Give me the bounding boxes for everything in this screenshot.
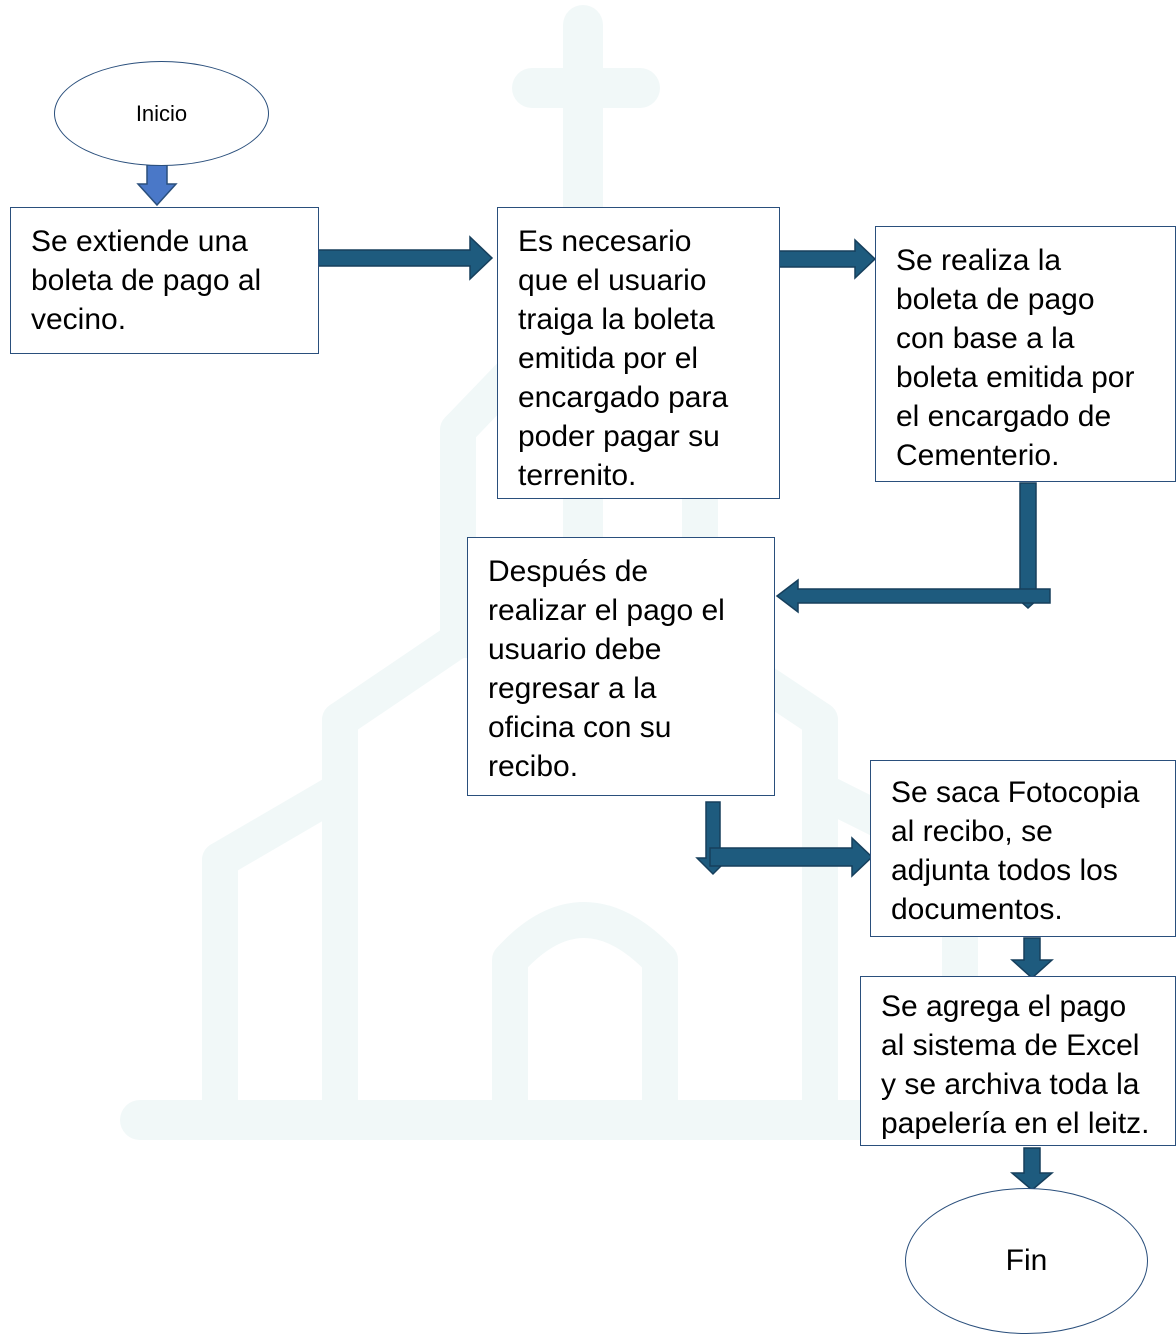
arrow-left-3 — [775, 578, 1051, 614]
step-1-box: Se extiende una boleta de pago al vecino… — [10, 207, 319, 354]
step-4-line: oficina con su — [488, 711, 672, 744]
arrow-down-5 — [1010, 937, 1054, 980]
step-3-line: el encargado de — [896, 400, 1112, 433]
step-4-box: Después de realizar el pago el usuario d… — [467, 537, 775, 796]
step-6-line: papelería en el leitz. — [881, 1107, 1150, 1140]
step-2-line: que el usuario — [518, 264, 707, 297]
step-2-line: traiga la boleta — [518, 303, 715, 336]
step-2-line: terrenito. — [518, 459, 637, 492]
step-2-line: poder pagar su — [518, 420, 720, 453]
step-4-line: recibo. — [488, 750, 579, 783]
arrow-down-6 — [1009, 1147, 1055, 1191]
step-4-line: usuario debe — [488, 633, 662, 666]
step-1-line: boleta de pago al — [31, 264, 262, 297]
step-5-line: adjunta todos los — [891, 854, 1118, 887]
step-6-line: y se archiva toda la — [881, 1068, 1140, 1101]
start-label: Inicio — [135, 100, 188, 126]
step-6-line: al sistema de Excel — [881, 1029, 1140, 1062]
step-4-line: realizar el pago el — [488, 594, 725, 627]
step-6-box: Se agrega el pago al sistema de Excel y … — [860, 976, 1176, 1146]
step-2-box: Es necesario que el usuario traiga la bo… — [497, 207, 780, 499]
step-2-line: emitida por el — [518, 342, 699, 375]
step-3-line: boleta de pago — [896, 283, 1095, 316]
step-3-line: con base a la — [896, 322, 1075, 355]
step-5-line: Se saca Fotocopia — [891, 776, 1140, 809]
step-4-line: regresar a la — [488, 672, 657, 705]
step-4-line: Después de — [488, 555, 649, 588]
step-1-line: Se extiende una — [31, 225, 248, 258]
step-6-line: Se agrega el pago — [881, 990, 1127, 1023]
step-5-box: Se saca Fotocopia al recibo, se adjunta … — [870, 760, 1176, 937]
step-2-line: Es necesario — [518, 225, 692, 258]
step-2-line: encargado para — [518, 381, 729, 414]
step-3-line: boleta emitida por — [896, 361, 1135, 394]
step-5-line: al recibo, se — [891, 815, 1053, 848]
start-terminal: Inicio — [54, 61, 269, 166]
end-label: Fin — [1005, 1244, 1048, 1277]
end-terminal: Fin — [905, 1188, 1148, 1334]
step-3-line: Se realiza la — [896, 244, 1062, 277]
arrow-down-start — [136, 164, 178, 207]
step-1-line: vecino. — [31, 303, 127, 336]
arrow-right-4 — [709, 836, 874, 878]
step-3-box: Se realiza la boleta de pago con base a … — [875, 226, 1176, 482]
arrow-right-2 — [774, 238, 877, 280]
step-5-line: documentos. — [891, 893, 1063, 926]
step-3-line: Cementerio. — [896, 439, 1060, 472]
arrow-right-1 — [317, 235, 494, 281]
